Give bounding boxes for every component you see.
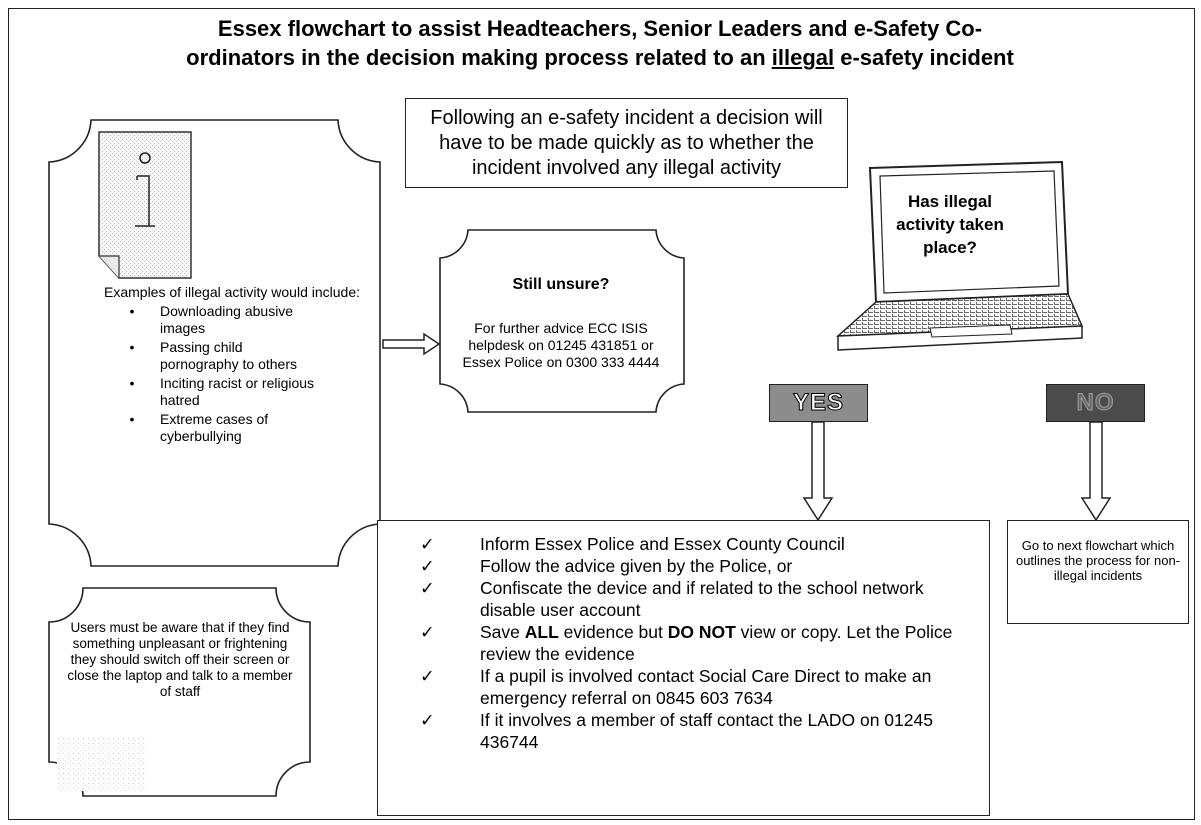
list-item: ✓ If a pupil is involved contact Social C… [390, 665, 975, 709]
diagram-frame [8, 8, 1195, 820]
yes-arrow-down-icon [800, 421, 836, 522]
page-title: Essex flowchart to assist Headteachers, … [60, 14, 1140, 72]
laptop-icon [820, 160, 1084, 360]
examples-text: Examples of illegal activity would inclu… [104, 284, 364, 447]
users-warning-text: Users must be aware that if they find so… [67, 620, 293, 699]
arrow-right-icon [382, 332, 442, 356]
bullet-icon: • [129, 411, 135, 427]
check-icon: ✓ [420, 578, 435, 598]
no-arrow-down-icon [1078, 421, 1114, 522]
users-warning-outline [48, 587, 311, 797]
list-item-text: Confiscate the device and if related to … [480, 578, 924, 620]
list-item-text: Follow the advice given by the Police, o… [480, 556, 793, 576]
next-flowchart-box: Go to next flowchart which outlines the … [1007, 520, 1189, 624]
list-item-text-bold-a: ALL [524, 622, 559, 642]
unsure-body: For further advice ECC ISIS helpdesk on … [462, 320, 660, 370]
next-flowchart-text: Go to next flowchart which outlines the … [1015, 538, 1181, 583]
list-item-text: If it involves a member of staff contact… [480, 710, 933, 752]
yes-box: YES [769, 384, 868, 422]
unsure-box-outline [439, 229, 685, 413]
list-item-text-b: evidence but [558, 622, 668, 642]
title-line-2-start: ordinators in the decision making proces… [186, 45, 772, 70]
list-item: ✓ If it involves a member of staff contac… [390, 709, 975, 753]
list-item: • Extreme cases of cyberbullying [104, 411, 320, 445]
list-item-text: Downloading abusive images [160, 303, 294, 336]
check-icon: ✓ [420, 622, 435, 642]
check-icon: ✓ [420, 534, 435, 554]
no-box: NO [1046, 384, 1145, 422]
bullet-icon: • [129, 339, 135, 355]
intro-text: Following an e-safety incident a decisio… [430, 106, 823, 179]
list-item: • Downloading abusive images [104, 303, 310, 337]
bullet-icon: • [129, 375, 135, 391]
list-item: • Inciting racist or religious hatred [104, 375, 320, 409]
unsure-title: Still unsure? [512, 276, 610, 293]
laptop-question: Has illegal activity taken place? [896, 192, 1004, 257]
list-item: ✓ Save ALL evidence but DO NOT view or co… [390, 621, 975, 665]
information-icon [97, 130, 193, 280]
actions-list: ✓ Inform Essex Police and Essex County Co… [390, 533, 975, 753]
title-line-1: Essex flowchart to assist Headteachers, … [217, 16, 983, 41]
unsure-content: Still unsure? For further advice ECC ISI… [450, 246, 672, 371]
list-item: ✓ Inform Essex Police and Essex County Co… [390, 533, 975, 555]
title-line-2-end: e-safety incident [834, 45, 1014, 70]
check-icon: ✓ [420, 710, 435, 730]
unsure-box [438, 228, 686, 414]
list-item-text: Inciting racist or religious hatred [160, 375, 315, 408]
actions-box: ✓ Inform Essex Police and Essex County Co… [377, 520, 990, 816]
list-item-text-a: Save [480, 622, 525, 642]
intro-box: Following an e-safety incident a decisio… [405, 98, 848, 188]
check-icon: ✓ [420, 666, 435, 686]
examples-heading: Examples of illegal activity would inclu… [104, 284, 361, 300]
list-item-text-c: view or copy. Let the Police review the … [480, 622, 953, 664]
title-line-2: ordinators in the decision making proces… [60, 43, 1140, 72]
list-item-text-bold-b: DO NOT [667, 622, 736, 642]
check-icon: ✓ [420, 556, 435, 576]
list-item-text: Passing child pornography to others [160, 339, 297, 372]
examples-list: • Downloading abusive images • Passing chi… [104, 303, 364, 445]
list-item: ✓ Follow the advice given by the Police, … [390, 555, 975, 577]
bullet-icon: • [129, 303, 135, 319]
list-item: • Passing child pornography to others [104, 339, 310, 373]
title-underlined-word: illegal [771, 45, 835, 70]
list-item: ✓ Confiscate the device and if related to… [390, 577, 975, 621]
list-item-text: Inform Essex Police and Essex County Cou… [480, 534, 845, 554]
list-item-text: Extreme cases of cyberbullying [160, 411, 269, 444]
users-warning-box [47, 586, 312, 798]
list-item-text: If a pupil is involved contact Social Ca… [480, 666, 932, 708]
